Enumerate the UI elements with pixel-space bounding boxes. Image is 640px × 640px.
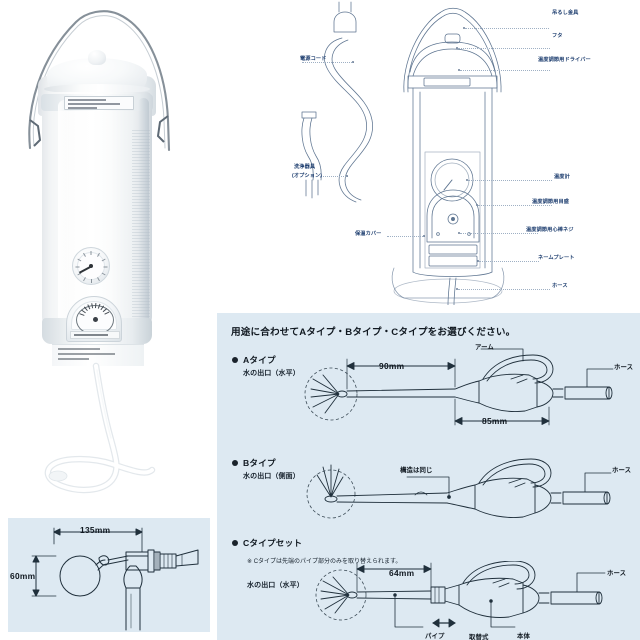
dot-power-cord (352, 61, 354, 63)
temperature-control-gauge (66, 296, 122, 342)
label-hanger-fitting: 吊るし金具 (552, 10, 579, 16)
heading-type-b: Bタイプ (243, 458, 276, 468)
leader-thermometer (468, 180, 552, 181)
dim-90mm-type-a: 90mm (379, 361, 405, 371)
label-power-cord: 電源コード (300, 56, 327, 62)
type-a-drawing (304, 348, 614, 426)
label-insulation-cover: 保温カバー (355, 231, 382, 237)
dot-thermometer (466, 179, 468, 181)
label-temp-adjust-gauge: 温度調節用目盛 (532, 199, 570, 205)
subtitle-type-c: 水の出口（水平） (247, 582, 304, 589)
leader-lid (458, 48, 550, 49)
float-valve-drawing (31, 527, 199, 631)
label-hose-type-b: ホース (612, 467, 632, 474)
float-valve-dimension-panel: 135mm 60mm (8, 518, 210, 632)
dot-hose (456, 288, 458, 290)
dot-nameplate (477, 260, 479, 262)
dot-temp-gauge (476, 204, 478, 206)
leader-hose (458, 289, 550, 290)
leader-driver (460, 70, 550, 71)
leader-power-cord (302, 62, 354, 63)
lid-knob (88, 50, 106, 65)
thermometer-gauge (72, 247, 110, 285)
bottle-highlight (58, 100, 71, 325)
leader-nameplate (479, 261, 539, 262)
nameplate (70, 331, 120, 339)
label-main-body-type-c: 本体 (517, 633, 530, 640)
bullet-type-b (232, 460, 238, 466)
dot-lid (456, 47, 458, 49)
nozzle-type-selection-panel: 用途に合わせてAタイプ・Bタイプ・Cタイプをお選びください。 Aタイプ 水の出口… (217, 313, 640, 640)
dot-insulation-cover (423, 235, 425, 237)
label-replaceable-type-c: 取替式 (469, 634, 489, 640)
leader-cleaning-tool (320, 176, 348, 177)
heading-type-c: Cタイプセット (243, 538, 303, 548)
label-arm-type-a: アーム (475, 344, 494, 351)
width-dimension-label: 135mm (80, 525, 111, 535)
type-b-drawing (306, 458, 612, 519)
bullet-type-a (232, 357, 238, 363)
label-name-plate: ネームプレート (538, 255, 575, 261)
label-temp-adjust-screw: 温度調節用心棒ネジ (526, 227, 574, 233)
label-temp-adjust-driver: 温度調節用ドライバー (538, 57, 591, 63)
spec-sticker (64, 96, 134, 110)
bullet-type-c (232, 540, 238, 546)
label-cleaning-tool-option: (オプション) (292, 173, 323, 179)
label-same-structure-type-b: 構造は同じ (400, 467, 433, 474)
leader-temp-screw (460, 233, 538, 234)
dot-hanger (463, 27, 465, 29)
height-dimension-label: 60mm (10, 571, 36, 581)
label-lid: フタ (552, 33, 563, 39)
dot-temp-screw (458, 232, 460, 234)
leader-temp-gauge (478, 205, 552, 206)
dim-85mm-type-a: 85mm (482, 416, 508, 426)
label-hose-type-a: ホース (614, 364, 634, 371)
dim-64mm-type-c: 64mm (389, 568, 415, 578)
product-photograph (0, 0, 218, 510)
dot-driver (458, 69, 460, 71)
leader-hanger (465, 28, 549, 29)
labeled-line-diagram: 吊るし金具 フタ 温度調節用ドライバー 電源コード 洗浄器具 (オプション) 保… (282, 0, 640, 306)
lid-seal-ring (44, 84, 150, 94)
label-hose-type-c: ホース (607, 570, 627, 577)
label-pipe-type-c: パイプ (425, 633, 445, 640)
subtitle-type-a: 水の出口（水平） (243, 370, 300, 377)
label-hose: ホース (552, 283, 568, 289)
label-cleaning-tool: 洗浄器具 (294, 164, 316, 170)
type-c-drawing (315, 561, 606, 628)
leader-insulation-cover (387, 236, 425, 237)
dot-cleaning-tool (346, 175, 348, 177)
line-art (301, 1, 505, 306)
panel-title: 用途に合わせてAタイプ・Bタイプ・Cタイプをお選びください。 (231, 327, 516, 338)
subtitle-type-b: 水の出口（側面） (243, 473, 300, 480)
bottle-right-shading (138, 98, 149, 326)
label-thermometer: 温度計 (554, 174, 570, 180)
heading-type-a: Aタイプ (243, 355, 276, 365)
outlet-hose (44, 362, 156, 494)
bottom-product-label (52, 344, 144, 366)
note-type-c: ※ Cタイプは先端のパイプ部分のみを取り替えられます。 (247, 559, 402, 565)
